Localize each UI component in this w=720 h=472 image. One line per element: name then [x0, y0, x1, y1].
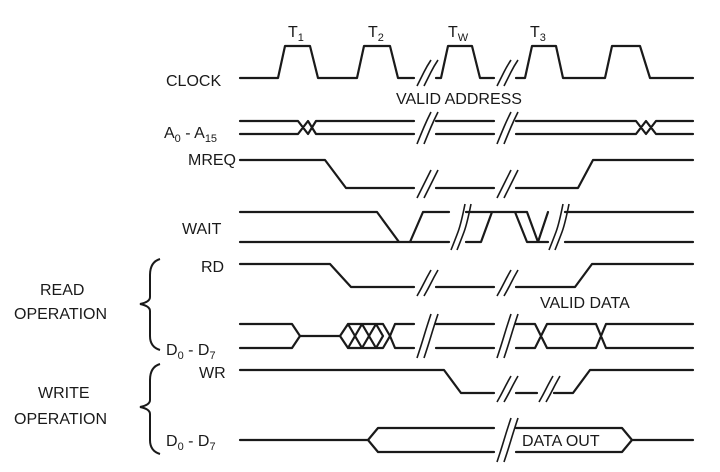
wait-waveform [238, 210, 695, 244]
mreq-label: MREQ [188, 152, 236, 169]
write-data-bus-label: D0 - D7 [166, 433, 216, 453]
mreq-break-2 [496, 169, 519, 199]
wr-label: WR [199, 365, 226, 382]
clock-break-2 [496, 59, 519, 87]
address-break-2 [496, 111, 519, 145]
read-data-break-1 [416, 313, 439, 359]
write-data-bus-waveform [238, 426, 695, 454]
address-bus-waveform [238, 119, 695, 136]
wait-break-1 [450, 203, 472, 251]
write-group-label-line2: OPERATION [14, 411, 107, 428]
address-break-1 [416, 111, 439, 145]
rd-break-2 [496, 269, 519, 297]
write-group-brace [139, 363, 161, 455]
read-data-break-2 [496, 313, 519, 359]
state-label-tw: TW [448, 24, 469, 44]
mreq-break-1 [416, 169, 439, 199]
rd-label: RD [201, 259, 224, 276]
wr-break-2 [538, 375, 561, 403]
read-group-brace [139, 258, 161, 351]
wr-break-1 [496, 375, 519, 403]
address-bus-label: A0 - A15 [164, 125, 217, 145]
read-data-bus-waveform [238, 322, 695, 350]
state-label-t1: T1 [288, 24, 304, 44]
clock-label: CLOCK [166, 73, 221, 90]
clock-waveform [238, 44, 695, 80]
clock-break-1 [416, 59, 439, 87]
state-label-t3: T3 [530, 24, 546, 44]
read-group-label-line1: READ [40, 282, 84, 299]
rd-waveform [238, 262, 695, 289]
mreq-waveform [238, 158, 695, 190]
write-data-break [496, 417, 519, 463]
write-group-label-line1: WRITE [38, 385, 90, 402]
read-group-label-line2: OPERATION [14, 306, 107, 323]
wait-label: WAIT [182, 221, 222, 238]
rd-break-1 [416, 269, 439, 297]
valid-address-annotation: VALID ADDRESS [396, 91, 522, 108]
state-label-t2: T2 [368, 24, 384, 44]
wr-waveform [238, 368, 695, 395]
wait-break-2 [548, 203, 570, 251]
data-out-annotation: DATA OUT [522, 433, 600, 450]
read-data-bus-label: D0 - D7 [166, 342, 216, 362]
valid-data-annotation: VALID DATA [540, 295, 630, 312]
